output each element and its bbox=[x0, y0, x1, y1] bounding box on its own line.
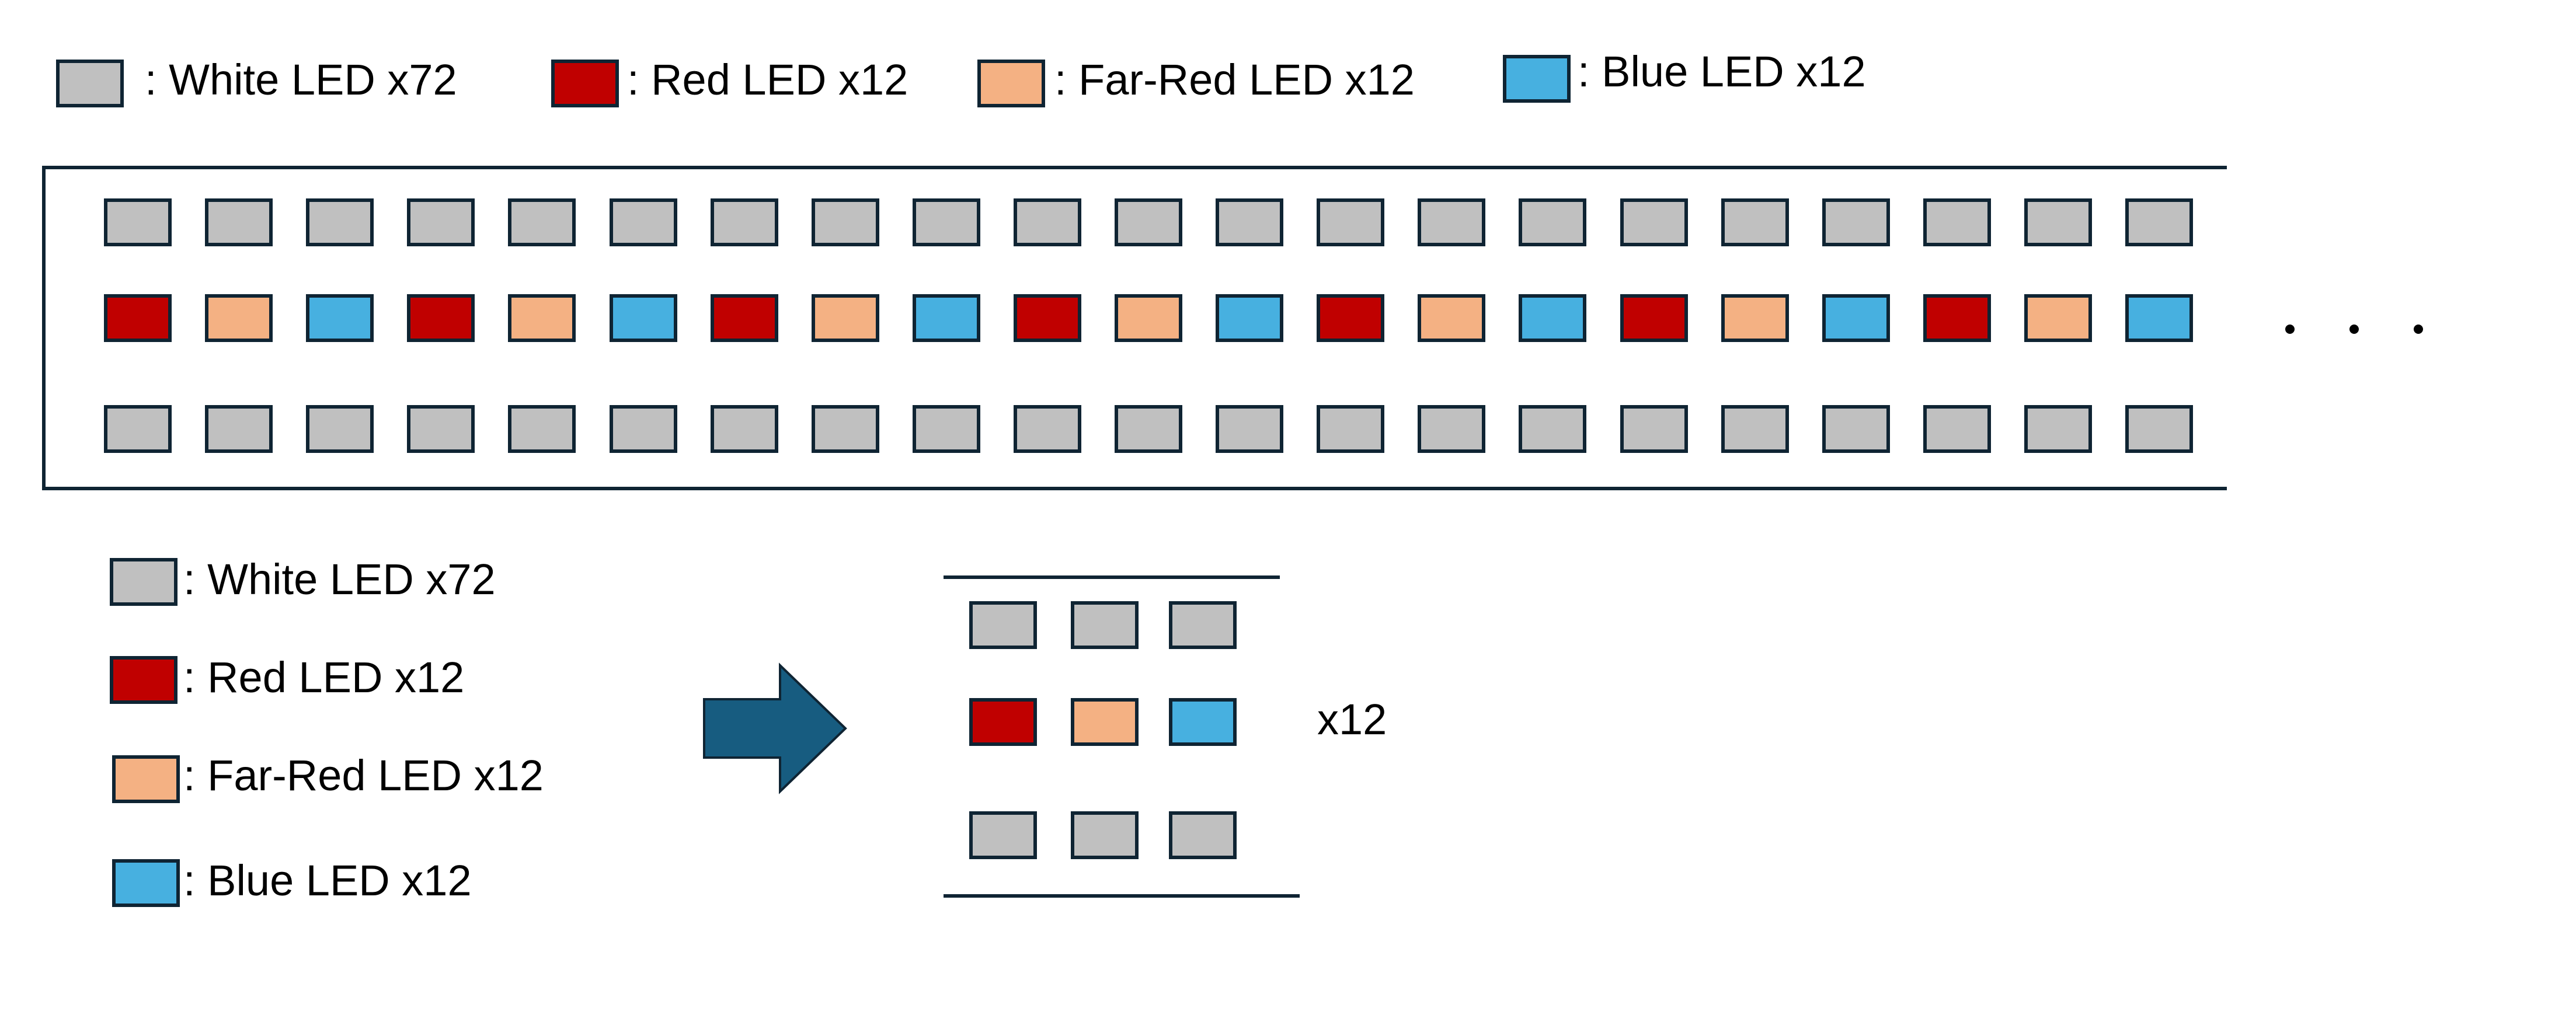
side-legend-swatch-red bbox=[110, 656, 177, 704]
white-led bbox=[1014, 198, 1081, 246]
red-led bbox=[969, 698, 1037, 746]
white-led bbox=[1169, 601, 1237, 649]
white-led bbox=[1216, 198, 1283, 246]
blue-led bbox=[1169, 698, 1237, 746]
ellipsis-dot bbox=[2414, 325, 2423, 334]
white-led bbox=[1721, 198, 1789, 246]
red-led bbox=[407, 294, 475, 342]
far-red-led bbox=[1418, 294, 1485, 342]
white-led bbox=[104, 198, 172, 246]
legend-swatch-white bbox=[56, 60, 124, 107]
white-led bbox=[1071, 811, 1139, 859]
white-led bbox=[205, 198, 273, 246]
white-led bbox=[2024, 198, 2092, 246]
side-legend-swatch-white bbox=[110, 558, 177, 606]
white-led bbox=[407, 198, 475, 246]
white-led bbox=[1169, 811, 1237, 859]
strip-bottom-border bbox=[42, 487, 2227, 490]
blue-led bbox=[1822, 294, 1890, 342]
red-led bbox=[1923, 294, 1991, 342]
white-led bbox=[1115, 405, 1182, 453]
far-red-led bbox=[2024, 294, 2092, 342]
white-led bbox=[1620, 198, 1688, 246]
side-legend-swatch-far-red bbox=[112, 755, 180, 803]
white-led bbox=[1216, 405, 1283, 453]
white-led bbox=[508, 405, 576, 453]
legend-swatch-red bbox=[551, 60, 619, 107]
white-led bbox=[913, 405, 980, 453]
ellipsis-dot bbox=[2285, 325, 2295, 334]
white-led bbox=[306, 198, 374, 246]
white-led bbox=[610, 198, 677, 246]
blue-led bbox=[610, 294, 677, 342]
white-led bbox=[1923, 405, 1991, 453]
white-led bbox=[1822, 405, 1890, 453]
white-led bbox=[711, 405, 778, 453]
legend-swatch-blue bbox=[1503, 55, 1571, 103]
white-led bbox=[2125, 405, 2193, 453]
white-led bbox=[1418, 198, 1485, 246]
white-led bbox=[407, 405, 475, 453]
white-led bbox=[2024, 405, 2092, 453]
legend-label-red: : Red LED x12 bbox=[627, 55, 908, 104]
white-led bbox=[969, 601, 1037, 649]
white-led bbox=[1317, 198, 1384, 246]
white-led bbox=[1822, 198, 1890, 246]
white-led bbox=[306, 405, 374, 453]
blue-led bbox=[2125, 294, 2193, 342]
side-legend-label-red: : Red LED x12 bbox=[183, 653, 465, 702]
blue-led bbox=[1216, 294, 1283, 342]
unit-cell-bottom-line bbox=[944, 894, 1300, 898]
far-red-led bbox=[205, 294, 273, 342]
blue-led bbox=[1519, 294, 1586, 342]
white-led bbox=[913, 198, 980, 246]
red-led bbox=[1620, 294, 1688, 342]
white-led bbox=[1519, 198, 1586, 246]
legend-swatch-far-red bbox=[977, 60, 1045, 107]
white-led bbox=[812, 405, 879, 453]
white-led bbox=[508, 198, 576, 246]
side-legend-label-white: : White LED x72 bbox=[183, 555, 496, 604]
unit-cell-top-line bbox=[944, 575, 1280, 579]
far-red-led bbox=[1115, 294, 1182, 342]
white-led bbox=[2125, 198, 2193, 246]
white-led bbox=[1071, 601, 1139, 649]
white-led bbox=[205, 405, 273, 453]
far-red-led bbox=[1721, 294, 1789, 342]
white-led bbox=[1115, 198, 1182, 246]
white-led bbox=[711, 198, 778, 246]
legend-label-blue: : Blue LED x12 bbox=[1578, 47, 1866, 96]
legend-label-white: : White LED x72 bbox=[145, 55, 457, 104]
red-led bbox=[1014, 294, 1081, 342]
white-led bbox=[104, 405, 172, 453]
white-led bbox=[610, 405, 677, 453]
red-led bbox=[104, 294, 172, 342]
far-red-led bbox=[812, 294, 879, 342]
blue-led bbox=[913, 294, 980, 342]
white-led bbox=[1519, 405, 1586, 453]
far-red-led bbox=[508, 294, 576, 342]
strip-top-border bbox=[42, 166, 2227, 169]
white-led bbox=[1923, 198, 1991, 246]
red-led bbox=[1317, 294, 1384, 342]
strip-left-border bbox=[42, 166, 46, 490]
red-led bbox=[711, 294, 778, 342]
far-red-led bbox=[1071, 698, 1139, 746]
white-led bbox=[1317, 405, 1384, 453]
repeat-label: x12 bbox=[1317, 695, 1387, 744]
white-led bbox=[812, 198, 879, 246]
side-legend-label-far-red: : Far-Red LED x12 bbox=[183, 751, 544, 800]
arrow-shape bbox=[703, 662, 847, 794]
white-led bbox=[1620, 405, 1688, 453]
white-led bbox=[1721, 405, 1789, 453]
white-led bbox=[1014, 405, 1081, 453]
legend-label-far-red: : Far-Red LED x12 bbox=[1054, 55, 1415, 104]
side-legend-swatch-blue bbox=[112, 859, 180, 907]
ellipsis-dot bbox=[2349, 325, 2359, 334]
white-led bbox=[969, 811, 1037, 859]
white-led bbox=[1418, 405, 1485, 453]
side-legend-label-blue: : Blue LED x12 bbox=[183, 856, 472, 905]
blue-led bbox=[306, 294, 374, 342]
